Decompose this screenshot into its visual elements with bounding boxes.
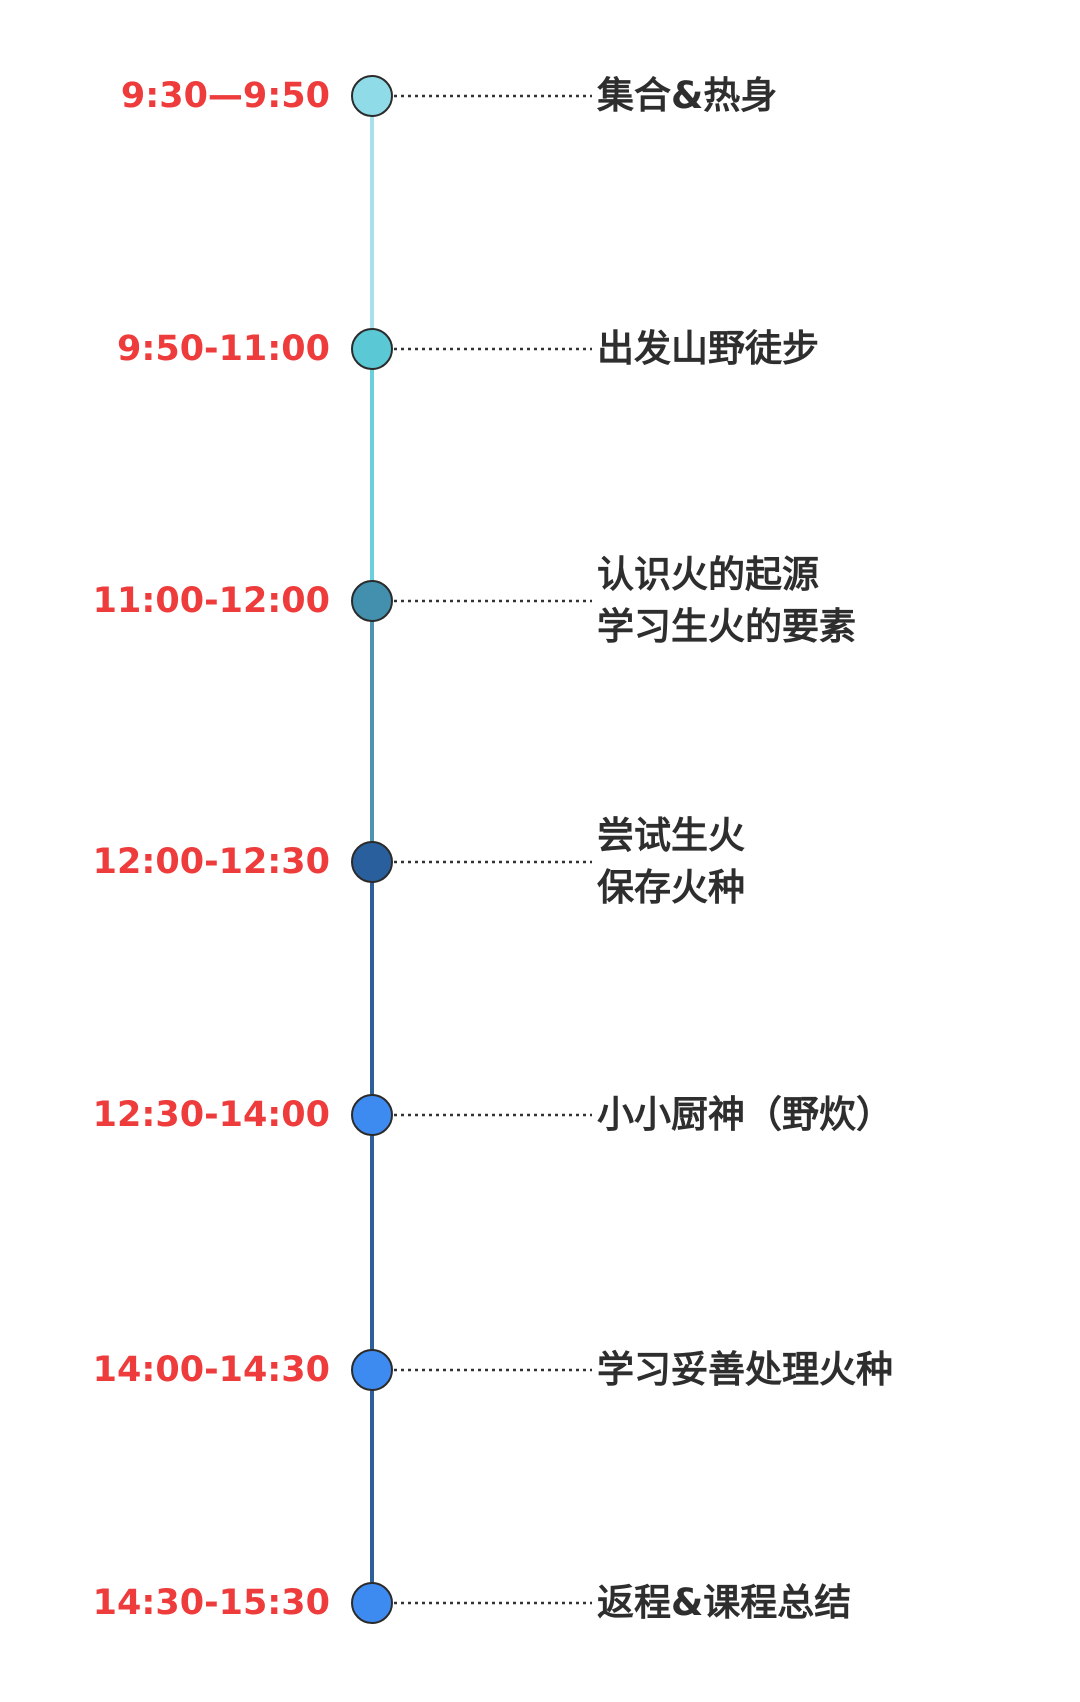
activity-line: 学习生火的要素	[597, 605, 856, 648]
activity-line: 集合&热身	[597, 74, 778, 117]
time-label: 14:30-15:30	[92, 1583, 330, 1623]
time-label: 9:30—9:50	[120, 76, 330, 116]
time-label: 14:00-14:30	[92, 1350, 330, 1390]
timeline-node	[351, 75, 393, 117]
timeline-nodes	[351, 75, 393, 1624]
activity-label: 返程&课程总结	[597, 1577, 851, 1629]
activity-label: 集合&热身	[597, 70, 777, 122]
time-label: 12:30-14:00	[92, 1095, 330, 1135]
activity-label: 认识火的起源学习生火的要素	[597, 549, 856, 653]
activity-label: 学习妥善处理火种	[597, 1344, 893, 1396]
activity-line: 尝试生火	[597, 814, 745, 857]
timeline-node	[351, 1349, 393, 1391]
activity-line: 认识火的起源	[597, 553, 819, 596]
activity-line: 学习妥善处理火种	[597, 1348, 893, 1391]
activity-line: 小小厨神（野炊）	[597, 1093, 893, 1136]
time-label: 12:00-12:30	[92, 842, 330, 882]
activity-label: 出发山野徒步	[597, 323, 819, 375]
timeline-node	[351, 580, 393, 622]
timeline-node	[351, 1582, 393, 1624]
timeline-node	[351, 1094, 393, 1136]
activity-label: 尝试生火保存火种	[597, 810, 745, 914]
activity-line: 出发山野徒步	[597, 327, 819, 370]
connector-lines	[394, 94, 592, 1605]
activity-label: 小小厨神（野炊）	[597, 1089, 893, 1141]
activity-line: 返程&课程总结	[597, 1581, 852, 1624]
time-label: 9:50-11:00	[117, 329, 330, 369]
timeline-node	[351, 841, 393, 883]
timeline-node	[351, 328, 393, 370]
activity-line: 保存火种	[597, 866, 745, 909]
time-label: 11:00-12:00	[92, 581, 330, 621]
